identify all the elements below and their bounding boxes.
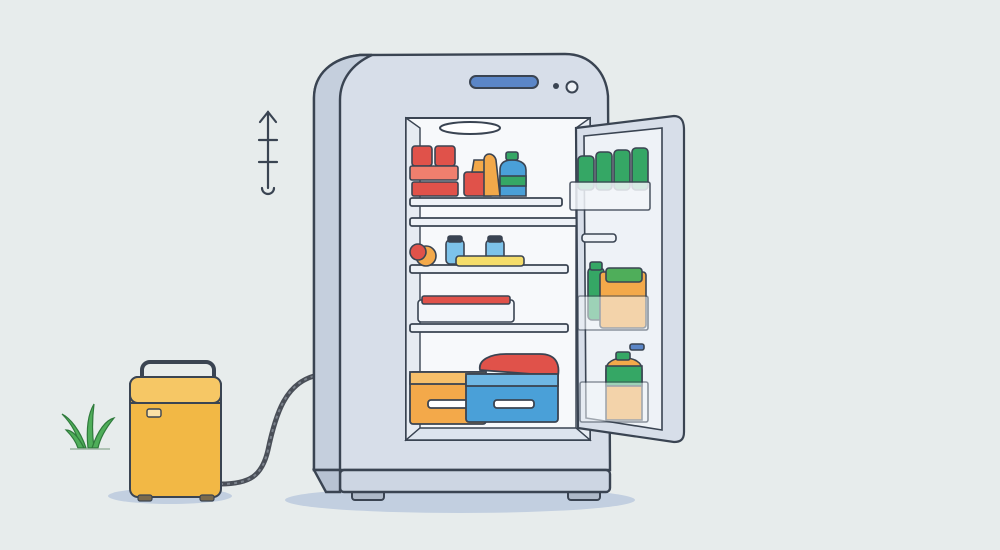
- door-bottom-rack: [579, 343, 649, 423]
- shelf-2: [409, 217, 579, 227]
- shelf-4: [409, 323, 569, 333]
- display-bar: [469, 75, 539, 89]
- middle-shelf-items: [409, 235, 525, 267]
- shelf-1: [409, 197, 563, 207]
- bottom-items: [409, 353, 560, 425]
- portable-power-station: [129, 360, 222, 502]
- indicator-light: [553, 83, 559, 89]
- power-cable: [217, 373, 317, 487]
- plug-icon: [257, 110, 279, 196]
- top-shelf-items: [409, 145, 527, 197]
- interior-light: [439, 121, 501, 135]
- plant-icon: [61, 403, 116, 450]
- door-top-rack: [569, 147, 651, 211]
- fridge-shelves: [409, 197, 579, 333]
- door-middle-rack: [577, 233, 649, 331]
- lower-shelf-items: [417, 295, 515, 323]
- fridge-control-panel: [469, 75, 579, 94]
- control-knob: [565, 80, 579, 94]
